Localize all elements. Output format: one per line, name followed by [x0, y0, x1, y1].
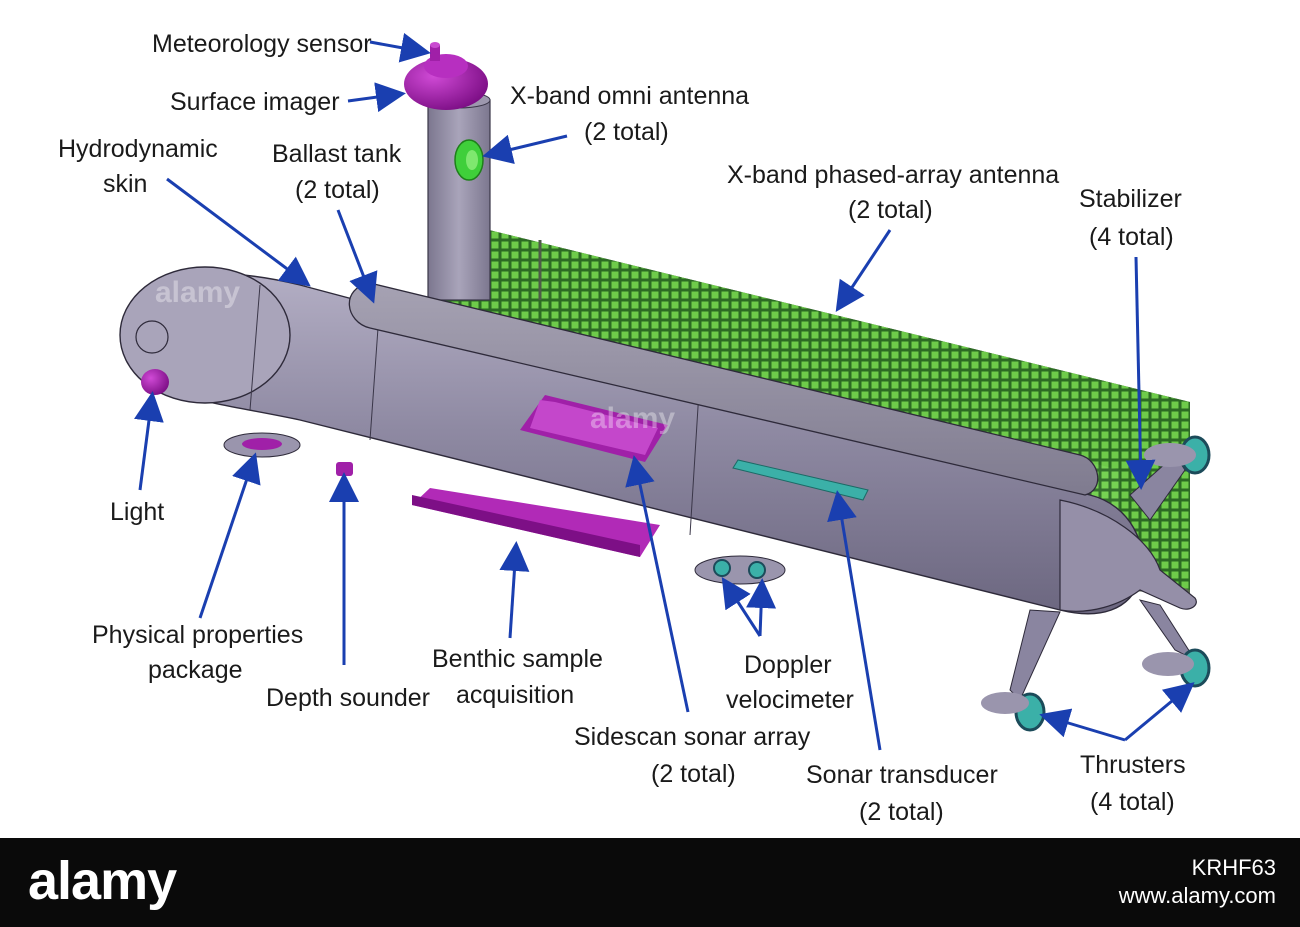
- label-surface-imager: Surface imager: [170, 88, 340, 116]
- arrow-thruster-2: [1124, 682, 1195, 742]
- benthic-sample-acquisition: [412, 488, 660, 557]
- arrow-light: [134, 391, 164, 491]
- sidescan-sonar-array: [520, 395, 668, 462]
- arrow-thruster-1: [1039, 708, 1126, 742]
- label-hydrodynamic-2: skin: [103, 170, 147, 198]
- label-omni-antenna-1: X-band omni antenna: [510, 82, 749, 110]
- brand-logo: alamy: [28, 851, 177, 911]
- svg-text:alamy: alamy: [590, 402, 675, 435]
- label-phased-array-1: X-band phased-array antenna: [727, 161, 1059, 189]
- label-stabilizer-1: Stabilizer: [1079, 185, 1182, 213]
- label-sidescan-2: (2 total): [651, 760, 736, 788]
- label-doppler-2: velocimeter: [726, 686, 854, 714]
- svg-text:alamy: alamy: [155, 276, 240, 309]
- arrow-omni: [482, 134, 568, 164]
- arrow-benthic: [499, 541, 530, 639]
- image-meta: KRHF63 www.alamy.com: [1119, 854, 1276, 910]
- arrow-sidescan: [625, 455, 690, 713]
- labels: Meteorology sensor Surface imager X-band…: [58, 30, 1186, 826]
- leader-arrows: [134, 32, 1195, 751]
- label-depth-sounder: Depth sounder: [266, 684, 430, 712]
- omni-antenna: [454, 139, 484, 181]
- label-thrusters-2: (4 total): [1090, 788, 1175, 816]
- label-physical-1: Physical properties: [92, 621, 303, 649]
- arrow-meteorology: [369, 32, 431, 63]
- doppler-velocimeter: [694, 555, 786, 585]
- arrow-surface-imager: [347, 82, 406, 113]
- stabilizers: [1009, 454, 1197, 701]
- surface-imager: [404, 54, 488, 110]
- arrow-transducer: [827, 490, 882, 751]
- arrow-doppler-1: [721, 576, 762, 637]
- label-benthic-2: acquisition: [456, 681, 574, 709]
- arrow-stabilizer: [1125, 256, 1156, 490]
- label-sidescan-1: Sidescan sonar array: [574, 723, 811, 751]
- label-benthic-1: Benthic sample: [432, 645, 603, 673]
- thrusters: [981, 435, 1211, 732]
- arrow-hydro-skin: [166, 177, 311, 287]
- stock-footer: alamy KRHF63 www.alamy.com: [0, 838, 1300, 927]
- meteorology-sensor: [430, 42, 440, 61]
- arrow-physical: [198, 452, 261, 619]
- label-light: Light: [110, 498, 164, 526]
- light: [141, 369, 169, 395]
- label-transducer-1: Sonar transducer: [806, 761, 998, 789]
- arrow-doppler-2: [746, 578, 777, 637]
- label-physical-2: package: [148, 656, 243, 684]
- label-transducer-2: (2 total): [859, 798, 944, 826]
- label-hydrodynamic-1: Hydrodynamic: [58, 135, 218, 163]
- watermark: alamy alamy: [155, 276, 675, 435]
- mast: [427, 91, 491, 301]
- arrow-phased-array: [835, 229, 892, 313]
- label-stabilizer-2: (4 total): [1089, 223, 1174, 251]
- sonar-transducer: [732, 459, 869, 501]
- arrow-ballast: [336, 209, 378, 304]
- label-ballast-1: Ballast tank: [272, 140, 402, 168]
- image-id: KRHF63: [1191, 855, 1276, 880]
- physical-properties-package: [223, 432, 301, 458]
- label-doppler-1: Doppler: [744, 651, 832, 679]
- vehicle-diagram: alamy alamy Meteorology sensor Surface i…: [58, 30, 1211, 826]
- site-url: www.alamy.com: [1118, 883, 1276, 908]
- label-phased-array-2: (2 total): [848, 196, 933, 224]
- label-thrusters-1: Thrusters: [1080, 751, 1186, 779]
- depth-sounder: [336, 462, 353, 476]
- label-omni-antenna-2: (2 total): [584, 118, 669, 146]
- label-meteorology-sensor: Meteorology sensor: [152, 30, 372, 58]
- label-ballast-2: (2 total): [295, 176, 380, 204]
